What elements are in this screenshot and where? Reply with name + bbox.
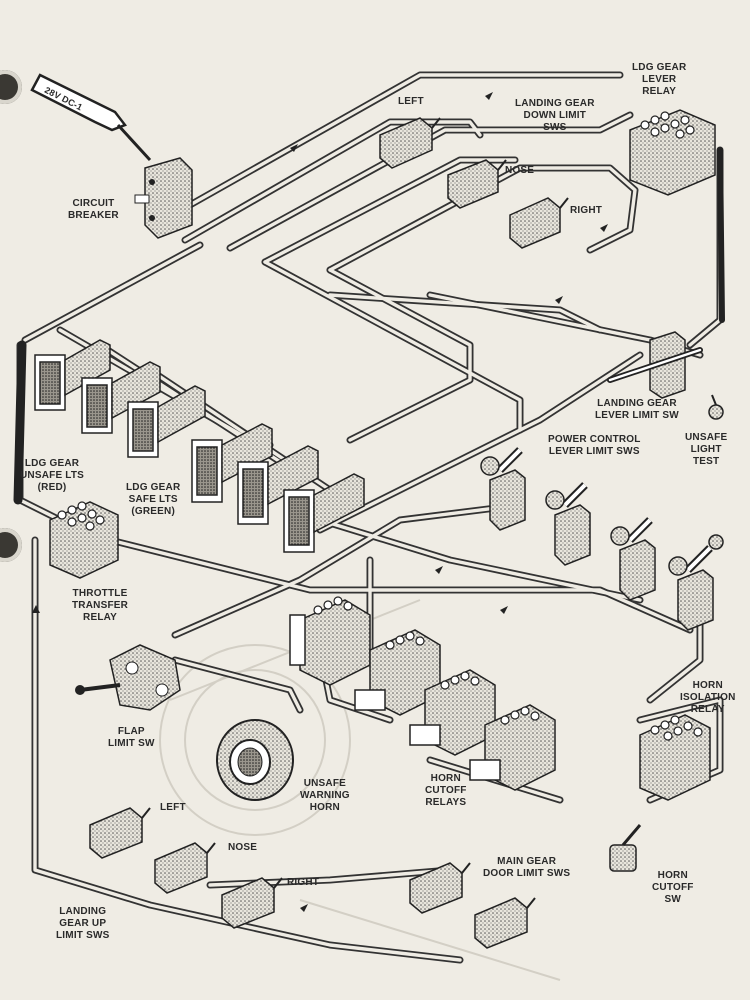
unsafe-warning-horn xyxy=(216,719,294,801)
circuit-breaker xyxy=(134,157,193,239)
label-left-top: LEFT xyxy=(398,96,424,107)
label-cutoff-relays: HORN CUTOFF RELAYS xyxy=(425,773,467,808)
label-left-bottom: LEFT xyxy=(160,802,186,813)
wire-harness xyxy=(13,71,725,964)
label-right-bottom: RIGHT xyxy=(287,877,320,888)
left-down-limit-switch xyxy=(379,117,441,169)
label-flap-limit: FLAP LIMIT SW xyxy=(108,726,155,749)
horn-cutoff-relays xyxy=(289,596,556,791)
power-control-switches xyxy=(480,447,724,631)
power-source-28v xyxy=(30,73,152,162)
label-warning-horn: UNSAFE WARNING HORN xyxy=(300,778,350,813)
throttle-transfer-relay xyxy=(49,501,119,579)
label-lever-limit: LANDING GEAR LEVER LIMIT SW xyxy=(595,398,679,421)
horn-isolation-relay xyxy=(639,714,711,801)
label-isolation-relay: HORN ISOLATION RELAY xyxy=(680,680,736,715)
label-horn-cutoff-sw: HORN CUTOFF SW xyxy=(652,870,694,905)
unsafe-lights xyxy=(34,339,206,458)
label-power-control: POWER CONTROL LEVER LIMIT SWS xyxy=(548,434,641,457)
label-nose-top: NOSE xyxy=(505,165,535,176)
label-main-gear-door: MAIN GEAR DOOR LIMIT SWS xyxy=(483,856,571,879)
label-up-limit: LANDING GEAR UP LIMIT SWS xyxy=(56,906,110,941)
flow-arrows xyxy=(32,92,608,912)
nose-down-limit-switch xyxy=(447,159,507,209)
flap-limit-switch xyxy=(75,644,181,711)
label-right-top: RIGHT xyxy=(570,205,603,216)
label-unsafe-light-test: UNSAFE LIGHT TEST xyxy=(685,432,728,467)
unsafe-light-test-switch xyxy=(708,394,724,420)
main-gear-door-switches xyxy=(409,862,536,949)
up-limit-switches xyxy=(89,807,283,929)
label-lever-relay: LDG GEAR LEVER RELAY xyxy=(632,62,687,97)
safe-lights xyxy=(191,423,365,553)
lever-relay xyxy=(629,109,716,196)
label-safe-lts: LDG GEAR SAFE LTS (GREEN) xyxy=(126,482,181,517)
lever-limit-switch xyxy=(607,331,703,399)
binder-hole-top xyxy=(0,70,22,104)
binder-hole-bottom xyxy=(0,528,22,562)
label-unsafe-lts: LDG GEAR UNSAFE LTS (RED) xyxy=(20,458,85,493)
label-down-limit: LANDING GEAR DOWN LIMIT SWS xyxy=(515,98,595,133)
horn-cutoff-switch xyxy=(609,824,642,872)
label-circuit-breaker: CIRCUIT BREAKER xyxy=(68,198,119,221)
right-down-limit-switch xyxy=(509,197,569,249)
label-nose-bottom: NOSE xyxy=(228,842,258,853)
label-throttle-relay: THROTTLE TRANSFER RELAY xyxy=(72,588,129,623)
